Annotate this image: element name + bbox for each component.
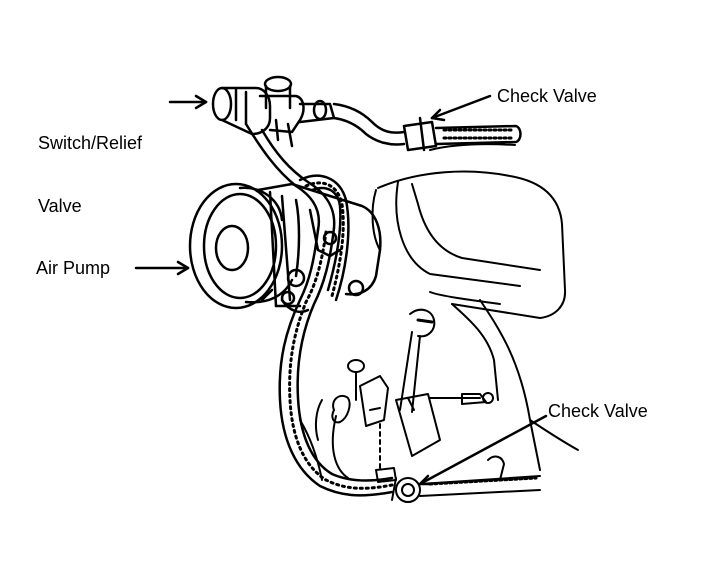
switch-relief-valve-label-line2: Valve (38, 196, 82, 216)
engine-block (371, 143, 579, 471)
switch-relief-valve (211, 75, 336, 148)
arrow-check-valve-top (430, 94, 492, 120)
air-pump (188, 182, 382, 314)
drive-belt (298, 174, 350, 302)
upper-air-hose (332, 102, 522, 152)
check-valve-top-label: Check Valve (497, 86, 597, 106)
air-pump-label: Air Pump (36, 258, 111, 278)
check-valve-bottom-label: Check Valve (548, 401, 648, 421)
leader-arrows (134, 94, 548, 486)
switch-relief-valve-label-line1: Switch/Relief (38, 133, 143, 153)
lower-brackets (299, 308, 541, 503)
switch-relief-valve-label: Switch/Relief Valve (38, 91, 142, 259)
lower-air-hose (244, 122, 394, 497)
arrow-check-valve-bottom (418, 414, 548, 486)
